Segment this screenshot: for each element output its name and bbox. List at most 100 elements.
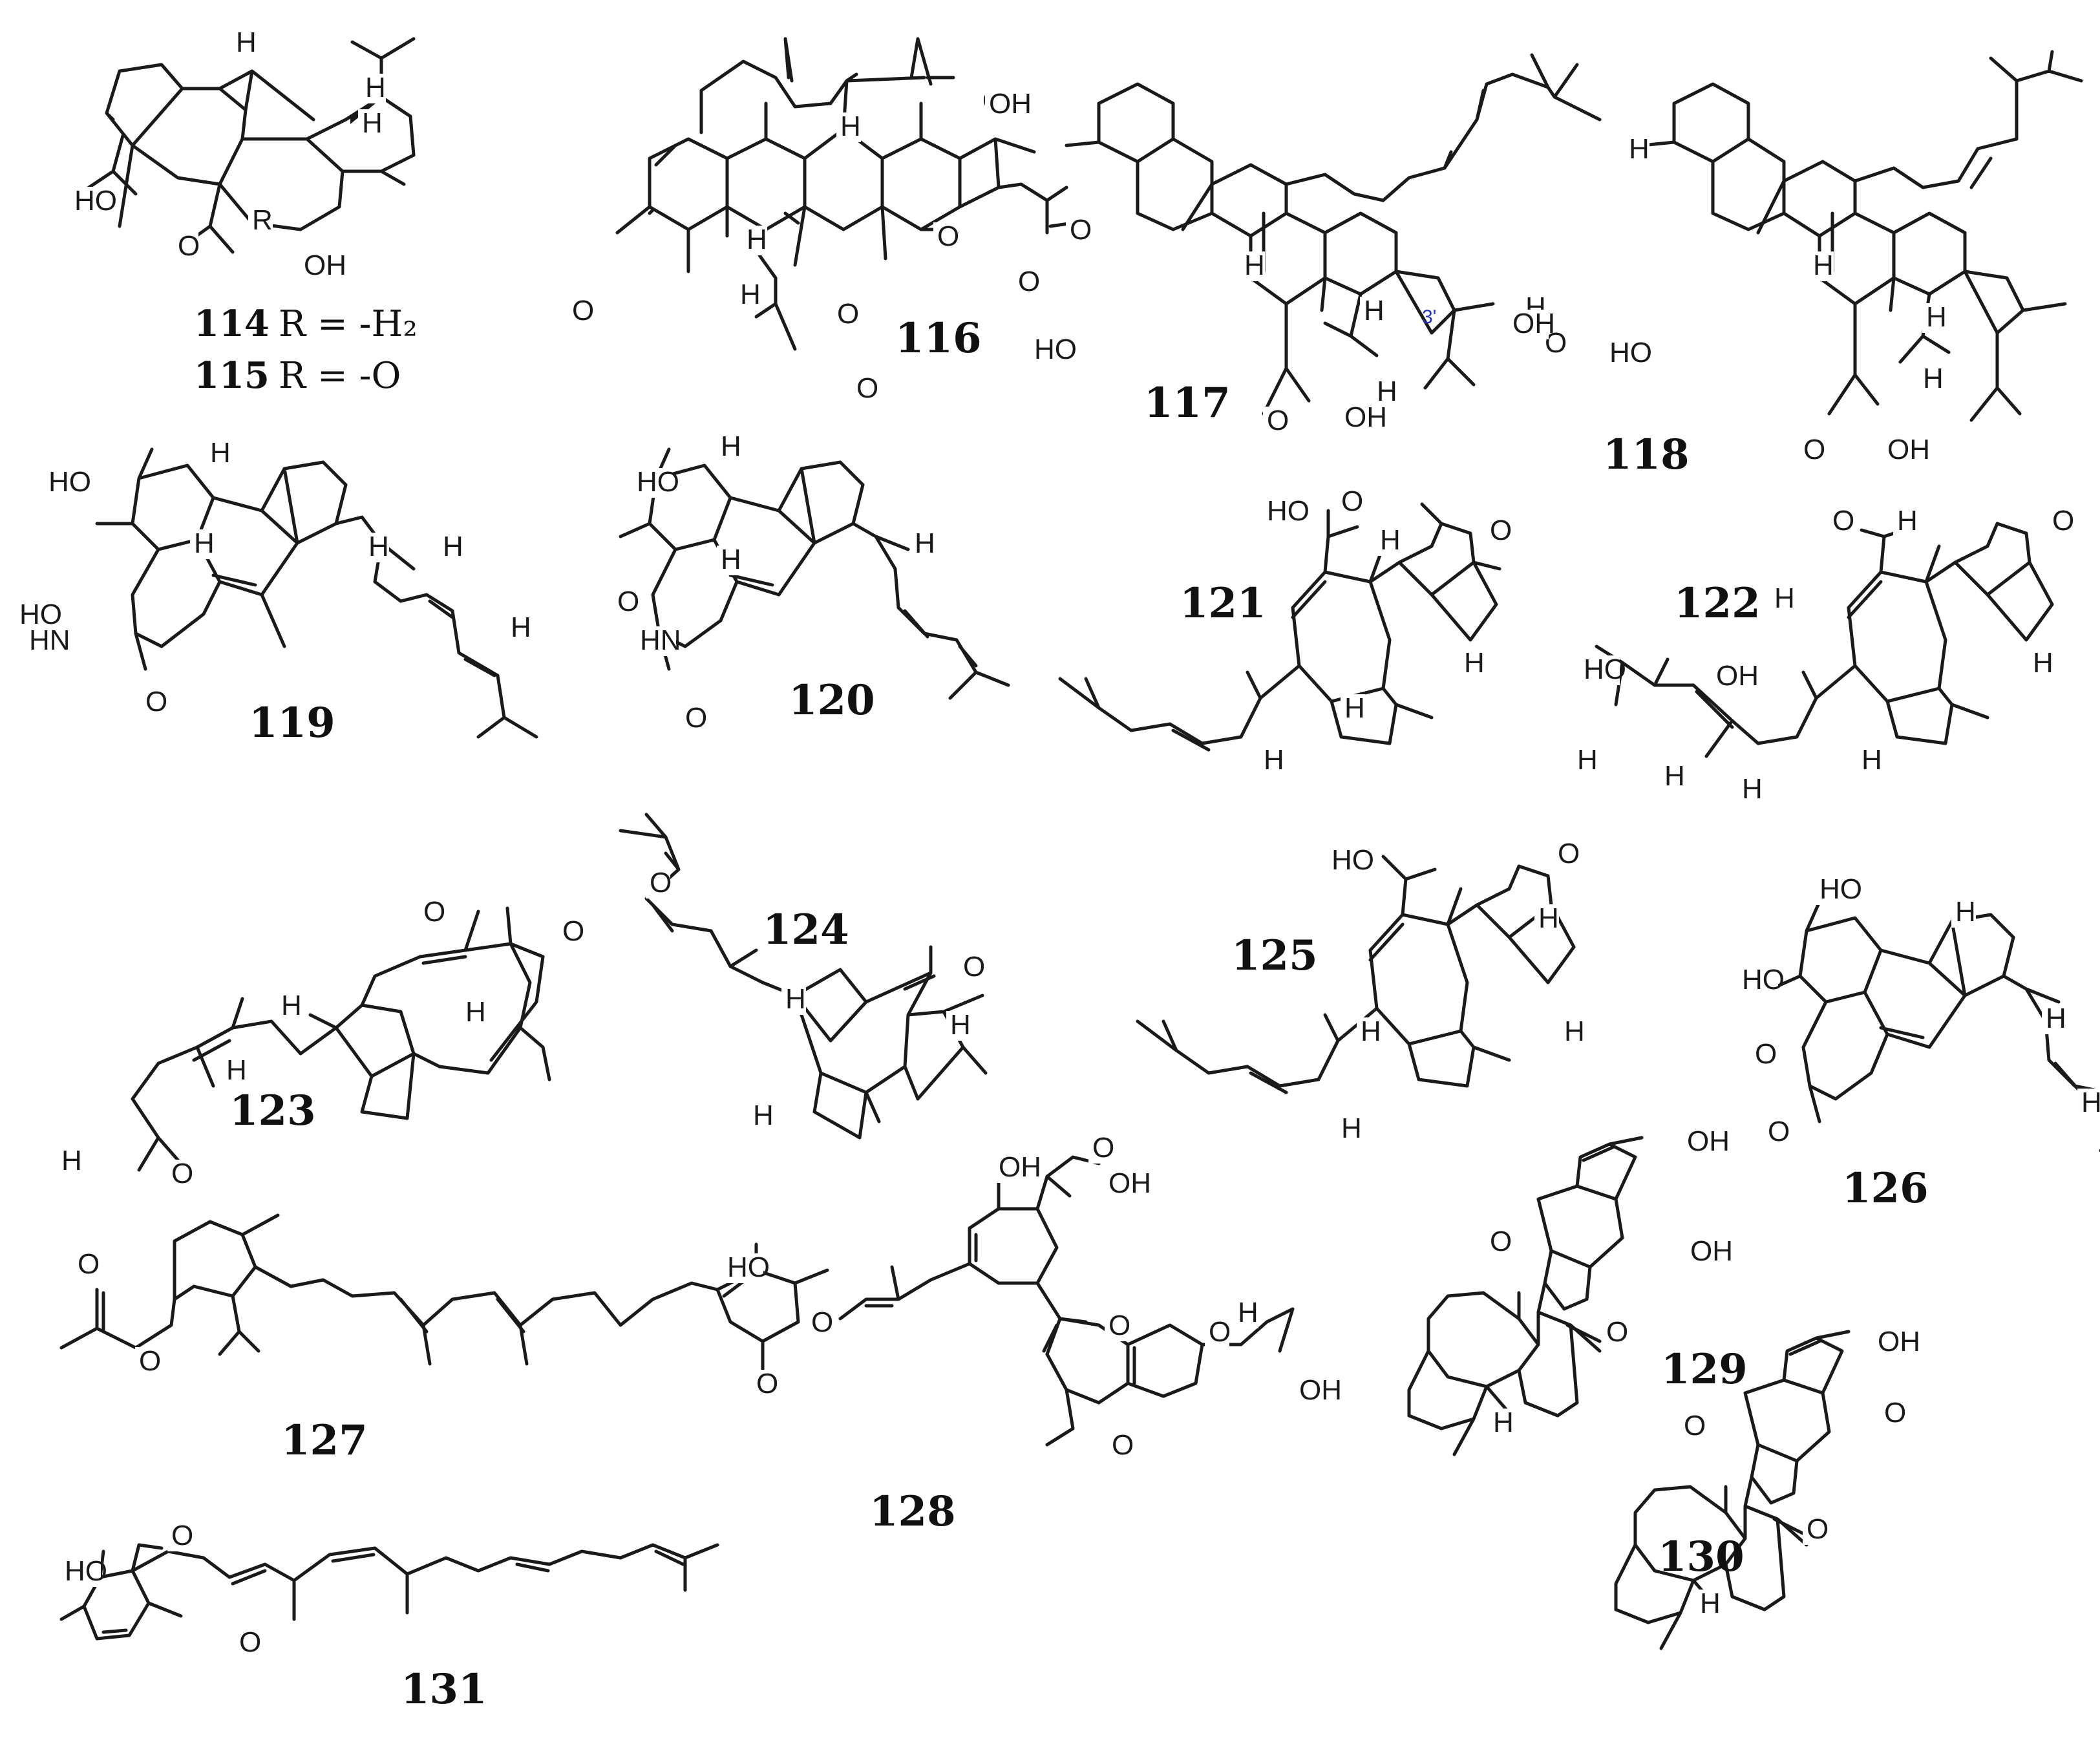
atom-label-114-0: H: [236, 27, 257, 58]
atom-label-bg: [1554, 840, 1578, 869]
atom-label-124-4: H: [753, 1100, 774, 1131]
atom-label-119-2: H: [194, 527, 215, 559]
atom-label-bg: [781, 985, 806, 1015]
atom-label-128-0: OH: [999, 1151, 1041, 1183]
atom-label-125-0: HO: [1331, 844, 1374, 876]
atom-label-bg: [206, 439, 231, 469]
atom-label-bg: [1295, 1376, 1335, 1406]
atom-label-bg: [58, 1147, 82, 1176]
atom-label-116-4: O: [572, 295, 594, 326]
atom-label-116-10: O: [1018, 266, 1040, 297]
atom-label-125-4: H: [1361, 1016, 1381, 1047]
atom-label-bg: [743, 226, 767, 255]
atom-label-122-6: OH: [1716, 660, 1759, 692]
atom-label-124-2: O: [963, 951, 985, 983]
atom-label-bg: [361, 74, 386, 103]
label-128: 128: [869, 1487, 956, 1536]
compound-127: [59, 1213, 829, 1372]
atom-label-bg: [1337, 1114, 1362, 1144]
compound-118: [1640, 50, 2083, 422]
atom-label-130-1: O: [1684, 1410, 1706, 1441]
atom-label-bg: [174, 232, 198, 262]
atom-label-bg: [1874, 1328, 1914, 1357]
atom-label-bg: [1030, 335, 1070, 365]
atom-label-126-2: HO: [1742, 964, 1785, 995]
atom-label-bg: [1712, 662, 1752, 692]
atom-label-bg: [1883, 436, 1924, 465]
atom-label-bg: [461, 998, 486, 1028]
atom-label-bg: [1602, 1318, 1627, 1348]
atom-label-119-6: O: [145, 686, 167, 718]
atom-label-bg: [358, 109, 383, 139]
atom-label-bg: [248, 206, 273, 236]
atom-label-bg: [2048, 507, 2073, 537]
atom-label-127-2: HO: [727, 1251, 770, 1283]
atom-label-122-9: H: [1742, 773, 1763, 805]
atom-label-121-0: HO: [1267, 495, 1310, 527]
atom-label-120-2: H: [721, 544, 741, 575]
atom-label-116-1: OH: [989, 88, 1032, 120]
label-116: 116: [895, 314, 982, 363]
atom-label-126-3: O: [1755, 1038, 1777, 1070]
atom-label-bg: [2077, 1089, 2100, 1118]
atom-label-bg: [1625, 135, 1649, 165]
atom-label-119-8: H: [511, 612, 531, 643]
atom-label-bg: [1105, 1169, 1145, 1199]
atom-label-bg: [723, 1253, 763, 1283]
atom-label-128-4: O: [1112, 1429, 1134, 1461]
atom-label-116-8: O: [856, 372, 878, 404]
atom-label-bg: [752, 1370, 777, 1399]
atom-label-bg: [1738, 966, 1778, 995]
atom-label-120-5: O: [685, 702, 707, 734]
atom-label-117-3: HO: [1034, 334, 1077, 365]
label-118: 118: [1603, 431, 1690, 479]
atom-label-bg: [853, 374, 877, 404]
atom-label-bg: [45, 468, 85, 498]
label-121: 121: [1180, 579, 1266, 628]
compound-131: [59, 1543, 719, 1641]
atom-label-bg: [190, 529, 215, 559]
atom-label-118-7: O: [1803, 434, 1825, 465]
atom-label-bg: [1341, 694, 1365, 724]
atom-label-118-4: H: [1923, 363, 1944, 394]
atom-label-129-4: H: [1493, 1407, 1514, 1438]
atom-label-128-2: OH: [1108, 1167, 1151, 1199]
atom-label-116-6: H: [747, 224, 767, 255]
atom-label-bg: [507, 613, 531, 643]
atom-label-bg: [1809, 251, 1834, 281]
atom-label-bg: [222, 1056, 247, 1086]
atom-label-130-0: OH: [1878, 1326, 1920, 1357]
atom-label-122-2: H: [1774, 582, 1795, 614]
atom-label-bg: [1816, 875, 1856, 905]
atom-label-bg: [25, 626, 65, 656]
atom-label-131-0: HO: [65, 1555, 107, 1587]
atom-label-123-5: H: [61, 1145, 82, 1176]
atom-label-131-2: O: [239, 1626, 261, 1658]
atom-label-bg: [1580, 655, 1620, 685]
atom-label-bg: [1573, 746, 1598, 776]
label-120: 120: [789, 676, 875, 725]
atom-label-bg: [1686, 1237, 1726, 1267]
atom-label-124-0: O: [650, 867, 672, 899]
compound-130: [1614, 1330, 1851, 1650]
atom-label-bg: [646, 869, 670, 899]
label-123: 123: [229, 1087, 316, 1135]
atom-label-122-7: H: [1577, 744, 1598, 776]
atom-label-119-4: HO: [19, 599, 62, 630]
atom-label-128-3: O: [1108, 1310, 1130, 1341]
atom-label-124-1: H: [950, 1009, 971, 1041]
atom-label-bg: [300, 251, 340, 281]
atom-label-bg: [633, 468, 673, 498]
compound-117: 3': [1065, 53, 1602, 416]
atom-label-bg: [833, 300, 858, 330]
label-127: 127: [281, 1416, 368, 1465]
atom-label-125-2: H: [1538, 902, 1559, 934]
atom-label-114-4: O: [178, 230, 200, 262]
atom-label-119-7: H: [443, 531, 463, 562]
atom-label-116-9: O: [1070, 214, 1092, 246]
atom-label-bg: [1606, 339, 1646, 368]
atom-label-128-5: H: [1238, 1297, 1258, 1328]
